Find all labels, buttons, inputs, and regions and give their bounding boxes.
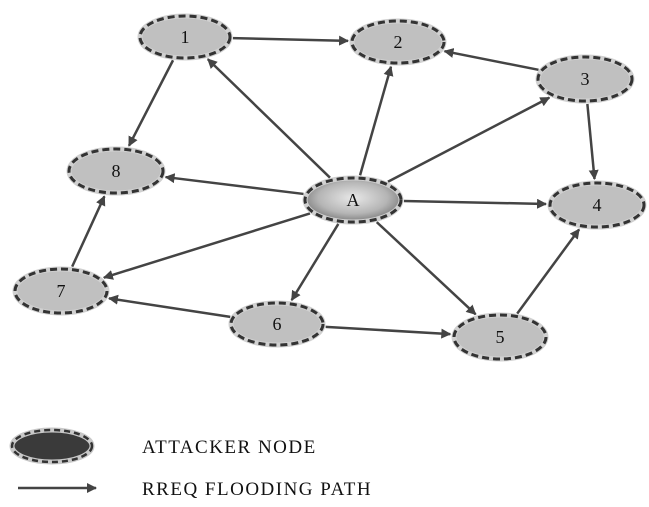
node-label: 2 [394, 32, 403, 52]
edge-A-to-3 [387, 96, 551, 183]
edges-layer [71, 35, 599, 339]
node-4: 4 [547, 180, 647, 230]
edge-3-to-2 [443, 48, 539, 72]
edge-A-to-5 [375, 221, 477, 316]
edge-A-to-1 [206, 58, 331, 179]
edge-A-to-4 [403, 198, 548, 209]
nodes-layer: 1 2 3 4 5 6 7 8A [12, 13, 647, 362]
edge-A-to-8 [164, 173, 304, 196]
node-5: 5 [451, 312, 549, 362]
attacker-node-icon-border [10, 428, 94, 464]
node-1: 1 [137, 13, 233, 61]
legend-path-item: RREQ FLOODING PATH [18, 479, 372, 500]
node-3: 3 [535, 54, 635, 104]
edge-6-to-7 [107, 294, 231, 319]
edge-A-to-7 [102, 212, 311, 280]
edge-6-to-5 [325, 325, 452, 339]
node-dashed-border [229, 301, 325, 347]
node-dashed-border [303, 176, 403, 224]
node-8: 8 [66, 146, 166, 196]
node-dashed-border [350, 19, 446, 65]
node-6: 6 [228, 300, 326, 348]
node-2: 2 [349, 18, 447, 66]
node-dashed-border [67, 147, 165, 195]
node-dashed-border [13, 267, 109, 315]
legend-path-label: RREQ FLOODING PATH [142, 479, 372, 500]
node-label: 8 [112, 161, 121, 181]
node-dashed-border [548, 181, 646, 229]
edge-1-to-8 [127, 59, 175, 147]
edge-5-to-4 [516, 228, 581, 315]
node-label: 5 [496, 327, 505, 347]
node-dashed-border [452, 313, 548, 361]
edge-A-to-6 [290, 223, 340, 301]
node-label: 1 [181, 27, 190, 47]
edge-1-to-2 [232, 35, 350, 46]
legend-attacker-item: ATTACKER NODE [9, 427, 317, 465]
node-label: 4 [593, 195, 602, 215]
node-label: 3 [581, 69, 590, 89]
legend: ATTACKER NODE RREQ FLOODING PATH [9, 427, 372, 500]
node-dashed-border [138, 14, 232, 60]
edge-3-to-4 [586, 103, 599, 181]
edge-A-to-2 [358, 65, 394, 176]
node-label: 6 [273, 314, 282, 334]
node-dashed-border [536, 55, 634, 103]
node-label: 7 [57, 281, 66, 301]
edge-7-to-8 [71, 195, 106, 268]
node-7: 7 [12, 266, 110, 316]
legend-attacker-label: ATTACKER NODE [142, 437, 317, 458]
node-label: A [347, 190, 360, 210]
node-A: A [302, 175, 404, 225]
